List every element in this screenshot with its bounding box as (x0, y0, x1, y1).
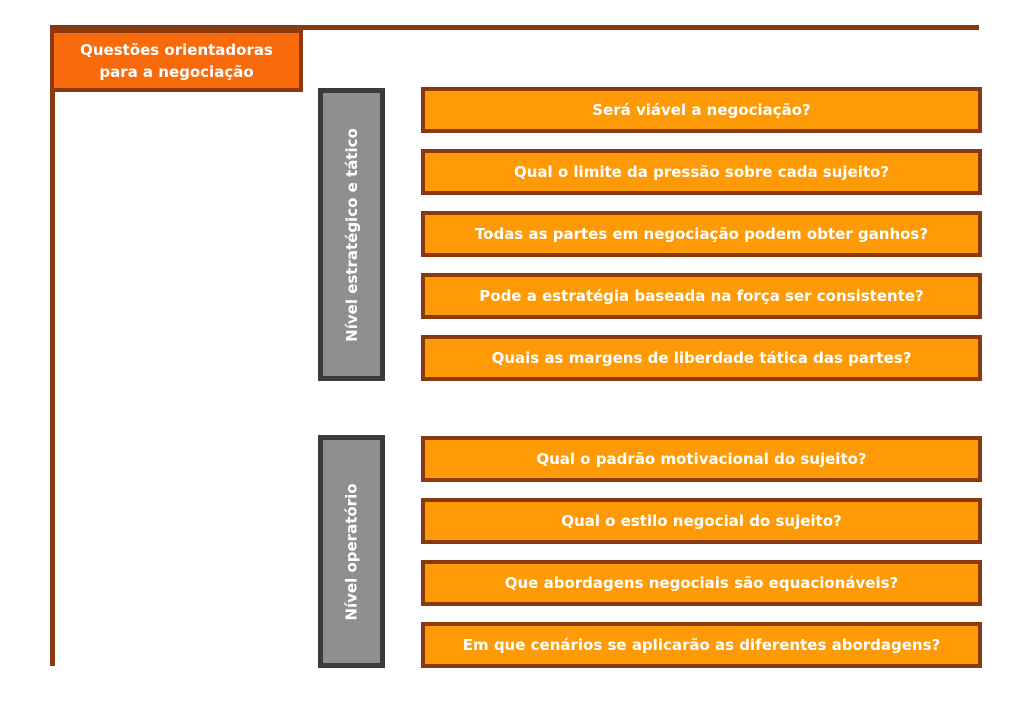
question-box: Qual o padrão motivacional do sujeito? (421, 436, 982, 482)
question-box: Qual o limite da pressão sobre cada suje… (421, 149, 982, 195)
question-text: Em que cenários se aplicarão as diferent… (462, 636, 941, 654)
question-text: Qual o padrão motivacional do sujeito? (536, 450, 867, 468)
level-label: Nível estratégico e tático (342, 127, 361, 342)
diagram-title-text: Questões orientadoras para a negociação (80, 40, 273, 81)
level-label: Nível operatório (342, 482, 361, 621)
question-text: Qual o limite da pressão sobre cada suje… (513, 163, 890, 181)
question-text: Todas as partes em negociação podem obte… (474, 225, 929, 243)
question-text: Será viável a negociação? (592, 101, 811, 119)
question-box: Será viável a negociação? (421, 87, 982, 133)
diagram-title: Questões orientadoras para a negociação (50, 29, 303, 92)
question-box: Pode a estratégia baseada na força ser c… (421, 273, 982, 319)
level-operational: Nível operatório (318, 435, 385, 668)
question-box: Que abordagens negociais são equacionáve… (421, 560, 982, 606)
left-rule (50, 25, 55, 666)
question-text: Quais as margens de liberdade tática das… (491, 349, 912, 367)
question-box: Todas as partes em negociação podem obte… (421, 211, 982, 257)
top-rule (50, 25, 979, 30)
question-box: Qual o estilo negocial do sujeito? (421, 498, 982, 544)
question-text: Pode a estratégia baseada na força ser c… (479, 287, 924, 305)
question-text: Qual o estilo negocial do sujeito? (561, 512, 842, 530)
question-box: Quais as margens de liberdade tática das… (421, 335, 982, 381)
question-box: Em que cenários se aplicarão as diferent… (421, 622, 982, 668)
level-strategic-tactical: Nível estratégico e tático (318, 88, 385, 381)
question-text: Que abordagens negociais são equacionáve… (504, 574, 899, 592)
